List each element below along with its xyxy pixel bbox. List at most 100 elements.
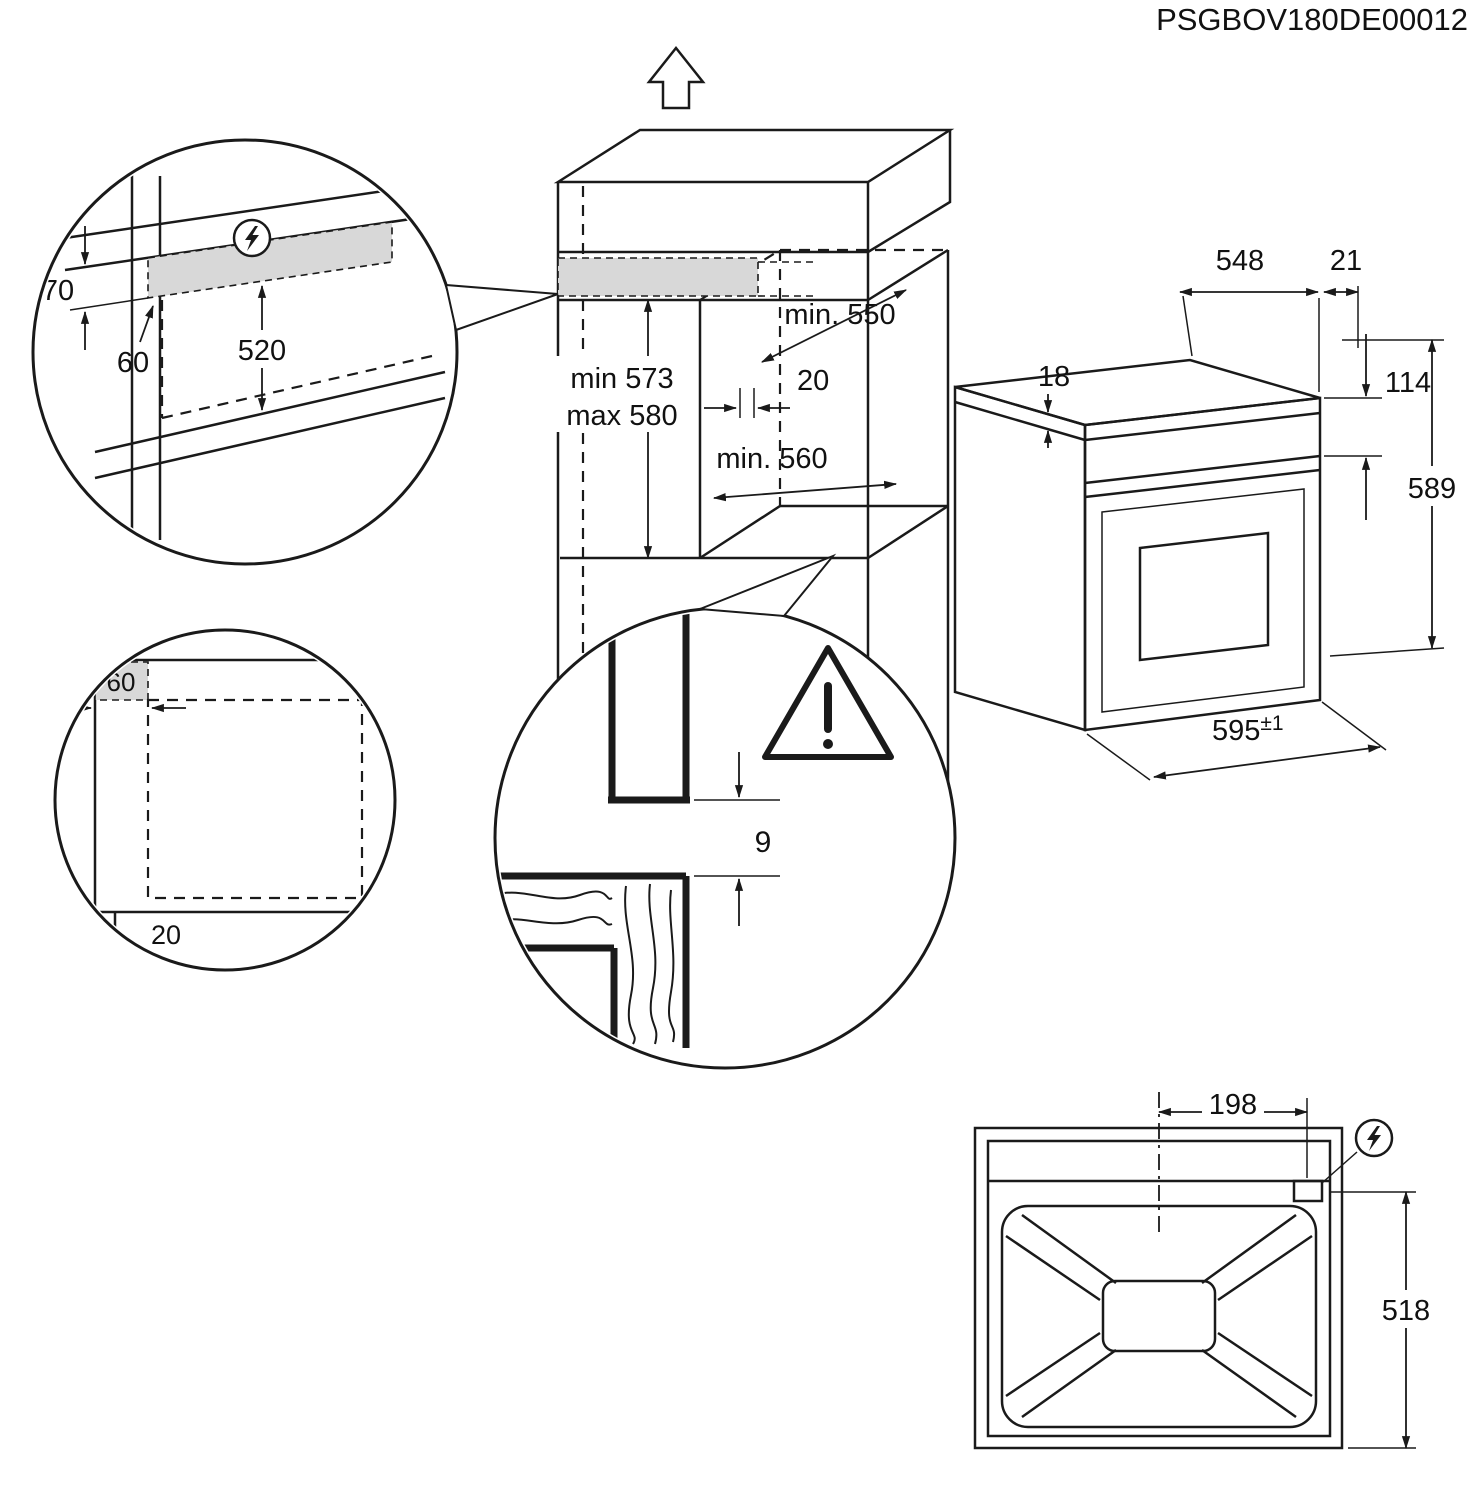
label-backing [1202, 1086, 1264, 1120]
oven-door-window [1138, 531, 1270, 662]
dim-depth: 548 [1178, 245, 1320, 392]
dim-width-label: 595±1 [1212, 712, 1284, 747]
exclamation-dot [823, 739, 833, 749]
oven-left-face [953, 385, 1087, 732]
dim-panel-height-label: 114 [1385, 367, 1431, 399]
dim-width-tolerance: ±1 [1260, 712, 1283, 735]
brace-line [1021, 1348, 1117, 1419]
grain-stroke [668, 889, 676, 1043]
dim-terminal-offset-label: 198 [1209, 1089, 1257, 1121]
label-backing [232, 330, 292, 368]
leader-line [1321, 1151, 1358, 1184]
oven-top-trim-side [954, 400, 1086, 442]
door-handle [1084, 468, 1321, 499]
niche-top-edge [94, 396, 446, 480]
oven-view: 18 548 21 114 589 [953, 245, 1464, 781]
grain-stroke [498, 890, 613, 900]
dim-niche-height-min-label: min 573 [570, 363, 673, 395]
rear-center-emboss [1101, 1279, 1217, 1353]
leader-line [139, 304, 154, 343]
dim-recess-offset-label: 60 [117, 347, 149, 379]
brace-line [1217, 1234, 1313, 1302]
electrical-recess-band [557, 257, 759, 297]
grain-stroke [648, 883, 658, 1045]
label-backing [556, 356, 688, 432]
recess-band [147, 221, 393, 299]
dim-recess-width: 520 [232, 284, 292, 412]
electrical-symbol [1354, 1118, 1394, 1158]
control-panel-bottom [1084, 454, 1321, 485]
oven-top-trim-front [1084, 411, 1321, 442]
dim-niche-height-max-label: max 580 [566, 400, 677, 432]
cabinet-top-face [553, 128, 955, 184]
detail-gap-content: 9 [498, 611, 894, 1048]
niche-shelf-right-depth [867, 504, 949, 560]
electrical-symbol [232, 218, 272, 258]
brace-line [1005, 1331, 1101, 1398]
dim-width-value: 595 [1212, 715, 1260, 747]
brace-line [1201, 1213, 1297, 1285]
detail-recess: 70 60 520 [31, 138, 459, 566]
brace-line [1217, 1331, 1313, 1398]
dim-top-thickness: 18 [1038, 361, 1070, 448]
dim-recess-offset: 60 [117, 304, 154, 379]
dim-niche-width: min. 560 [712, 443, 898, 502]
dim-terminal-height: 518 [1330, 1190, 1438, 1450]
detail-plan: 60 20 [53, 628, 397, 972]
warning-triangle [762, 645, 894, 760]
up-arrow [646, 45, 706, 110]
oven-top-face [954, 358, 1321, 427]
dim-depth-label: 548 [1216, 245, 1264, 277]
dim-panel-height: 114 [1324, 334, 1431, 520]
dim-line [761, 289, 907, 363]
hidden-edge [161, 354, 433, 420]
extension-line [1182, 295, 1193, 357]
oven-front-face [1083, 396, 1322, 732]
dim-rear-gap-label: 20 [797, 365, 829, 397]
dim-niche-height: min 573 max 580 [556, 298, 688, 560]
dim-niche-depth: min. 550 [761, 289, 907, 363]
dim-gap-label: 9 [755, 826, 772, 859]
dim-height-label: 589 [1408, 473, 1456, 505]
rear-inner-frame [986, 1139, 1332, 1438]
extension-line [1086, 733, 1151, 781]
brace-line [1201, 1348, 1297, 1419]
niche-top-edge [94, 370, 446, 454]
label-backing [1374, 1290, 1438, 1328]
extension-line [1329, 647, 1445, 657]
dim-recess-width-label: 520 [238, 335, 286, 367]
terminal-box [1292, 1179, 1324, 1203]
cabinet-top-box-right-side [867, 130, 952, 254]
part-number: PSGBOV180DE00012 [1156, 2, 1468, 37]
dim-recess-height: 70 [42, 226, 90, 350]
dim-gap: 9 [694, 752, 780, 926]
brace-line [1005, 1234, 1101, 1302]
dim-terminal-height-label: 518 [1382, 1295, 1430, 1327]
detail-gap: 9 [493, 606, 957, 1070]
rear-x-brace [1005, 1213, 1313, 1419]
dim-line [712, 480, 898, 502]
oven-body [953, 358, 1322, 732]
niche-shelf-left-depth [699, 504, 781, 560]
detail-gap-circle [493, 606, 957, 1070]
dim-front-clearance-label: 20 [151, 920, 181, 950]
grain-stroke [624, 885, 636, 1045]
dim-top-thickness-label: 18 [1038, 361, 1070, 393]
rear-back-inset [1000, 1204, 1318, 1429]
callout-wedge-gap [699, 553, 837, 618]
oven-door-outline [1101, 488, 1305, 713]
dim-front-offset-label: 21 [1330, 245, 1362, 277]
wood-panel [498, 872, 690, 1048]
dim-width: 595±1 [1086, 701, 1387, 781]
brace-line [1021, 1213, 1117, 1285]
extension-line [1321, 701, 1387, 751]
grain-stroke [498, 915, 613, 926]
dim-rear-gap: 20 [704, 365, 829, 418]
rear-view: 198 518 [973, 1086, 1438, 1450]
dim-terminal-offset: 198 [1157, 1086, 1309, 1178]
niche-ceiling-right-depth [867, 248, 949, 302]
dim-line [1152, 744, 1382, 780]
label-backing [1400, 466, 1464, 506]
